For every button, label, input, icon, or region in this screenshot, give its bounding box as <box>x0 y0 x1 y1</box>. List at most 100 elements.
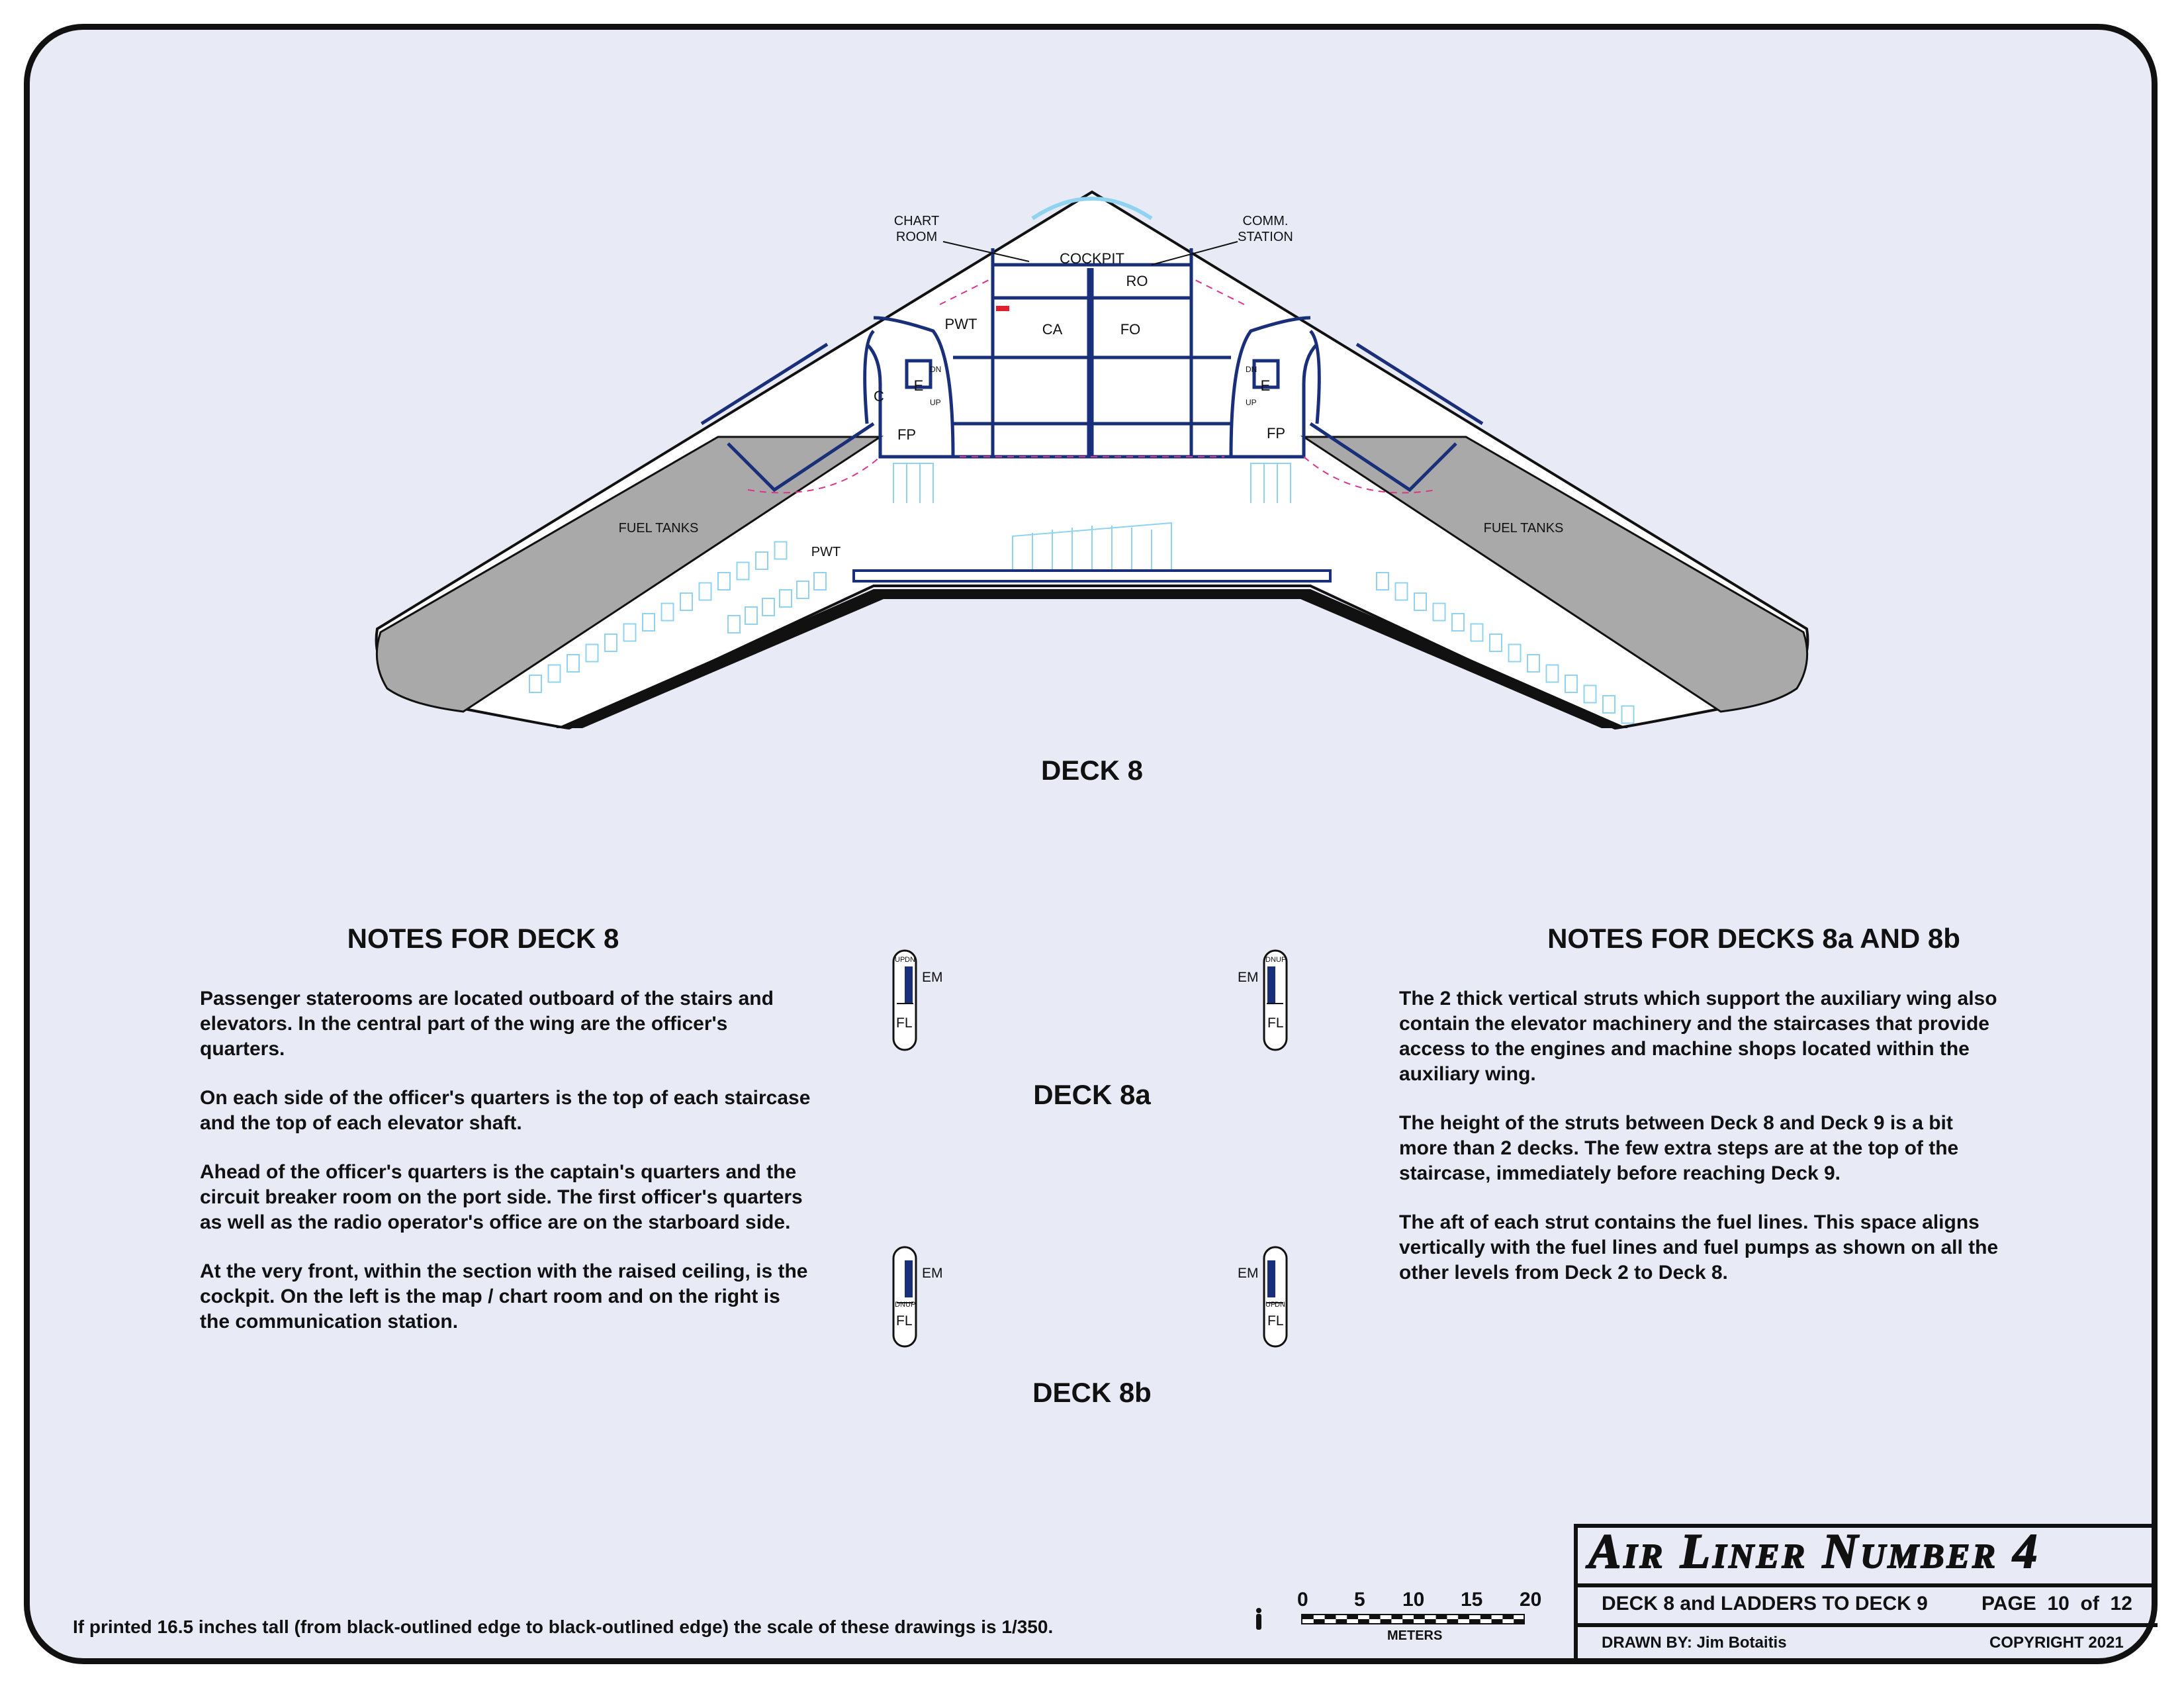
cabin-structure <box>700 248 1484 492</box>
human-figure-icon <box>1256 1608 1261 1630</box>
leader-comm <box>1151 241 1238 265</box>
title-block-bottom <box>1574 1623 2158 1664</box>
window <box>1583 684 1597 704</box>
window <box>779 589 792 608</box>
notes-left-title: NOTES FOR DECK 8 <box>347 923 619 954</box>
notes-right-p1: The 2 thick vertical struts which suppor… <box>1399 988 1997 1085</box>
deck8-title: DECK 8 <box>1040 755 1144 786</box>
lower-frame <box>852 569 1332 583</box>
leader-chart <box>942 241 1030 262</box>
window <box>1508 643 1522 663</box>
drawn-by: DRAWN BY: Jim Botaitis <box>1602 1634 1787 1652</box>
ladder-8a-right-em: EM <box>1238 970 1259 985</box>
label-chart-room-1: CHART <box>894 214 940 228</box>
label-fo: FO <box>1120 321 1141 338</box>
label-comm-station-1: COMM. <box>1243 214 1289 228</box>
scale-cell <box>1391 1615 1403 1619</box>
ladder-8a-left-up: UP <box>895 956 905 964</box>
ladder-8b-right-fl: FL <box>1267 1313 1284 1329</box>
ladder-8b-left-em: EM <box>922 1266 943 1281</box>
ladder-8a-right-up: UP <box>1276 956 1286 964</box>
window <box>736 561 750 581</box>
scale-ruler <box>1301 1614 1525 1624</box>
label-fp-right: FP <box>1267 425 1285 442</box>
ladder-8b-left-up: UP <box>905 1301 915 1309</box>
page-of: of <box>2080 1593 2099 1615</box>
window <box>1527 654 1540 673</box>
ladder-8a-right: DN UP FL EM <box>1238 949 1288 1051</box>
dashed-boundary <box>747 277 1437 494</box>
scale-cell <box>1347 1615 1358 1619</box>
scale-tick-5: 5 <box>1354 1589 1365 1611</box>
scale-cell <box>1502 1615 1514 1619</box>
ladder-diagrams: UP DN FL EM DN UP FL EM DN UP FL EM UP D… <box>892 949 1288 1348</box>
trailing-edge-band <box>556 589 1628 728</box>
scale-tick-15: 15 <box>1461 1589 1483 1611</box>
notes-right-p3: The aft of each strut contains the fuel … <box>1399 1211 1999 1284</box>
window <box>813 572 827 590</box>
notes-left-p3: Ahead of the officer's quarters is the c… <box>200 1161 803 1233</box>
ladder-8b-left-fl: FL <box>896 1313 913 1329</box>
page-label: PAGE 10 of 12 <box>1981 1593 2132 1615</box>
label-pwt-upper: PWT <box>945 316 978 332</box>
scale-cell <box>1458 1615 1469 1619</box>
window <box>1414 592 1427 611</box>
label-fuel-tanks-right: FUEL TANKS <box>1484 521 1564 536</box>
scale-tick-10: 10 <box>1402 1589 1425 1611</box>
window <box>1621 705 1635 724</box>
window <box>698 582 712 601</box>
label-dn-right: DN <box>1246 365 1257 374</box>
scale-cell <box>1358 1619 1369 1623</box>
scale-tick-0: 0 <box>1297 1589 1308 1611</box>
title-subtitle: DECK 8 and LADDERS TO DECK 9 <box>1602 1593 1928 1615</box>
fuel-tank-right <box>1300 436 1809 713</box>
label-up-right: UP <box>1246 398 1257 407</box>
window <box>774 541 788 560</box>
scale-cell <box>1514 1619 1525 1623</box>
window <box>604 633 617 652</box>
window <box>1565 675 1578 693</box>
label-ca: CA <box>1042 321 1063 338</box>
window <box>1470 623 1484 642</box>
window <box>727 615 741 633</box>
window <box>660 602 674 622</box>
window-rows <box>529 463 1635 724</box>
scale-cell <box>1414 1615 1425 1619</box>
label-c: C <box>874 388 884 404</box>
window <box>1394 582 1408 601</box>
fuel-tank-left <box>375 436 884 713</box>
label-e-right: E <box>1261 377 1271 394</box>
notes-right-p2: The height of the struts between Deck 8 … <box>1399 1112 1959 1184</box>
window <box>547 664 561 683</box>
scale-tick-20: 20 <box>1520 1589 1542 1611</box>
notes-left-p2: On each side of the officer's quarters i… <box>200 1087 811 1134</box>
label-fuel-tanks-left: FUEL TANKS <box>619 521 699 536</box>
window <box>680 592 693 611</box>
scale-cell <box>1491 1619 1503 1623</box>
scale-cell <box>1424 1619 1436 1623</box>
window <box>755 551 768 570</box>
notes-right-title: NOTES FOR DECKS 8a AND 8b <box>1547 923 1960 954</box>
label-pwt-lower: PWT <box>811 545 841 559</box>
window <box>745 606 758 625</box>
window <box>529 675 542 693</box>
ladder-8a-left-em: EM <box>922 970 943 985</box>
notes-left-p4: At the very front, within the section wi… <box>200 1260 808 1333</box>
ladder-8a-left-dn: DN <box>905 956 915 964</box>
title-block: Air Liner Number 4 DECK 8 and LADDERS TO… <box>1574 1524 2158 1664</box>
ladder-8a-right-dn: DN <box>1265 956 1276 964</box>
scale-cell <box>1480 1615 1492 1619</box>
cockpit-arc <box>1031 197 1153 220</box>
label-up-left: UP <box>930 398 941 407</box>
scale-cell <box>1402 1619 1414 1623</box>
label-dn-left: DN <box>930 365 941 374</box>
ladder-8b-right-dn: DN <box>1275 1301 1285 1309</box>
scale-cell <box>1302 1615 1314 1619</box>
page-number: 10 <box>2047 1593 2070 1615</box>
ladder-8a-left-fl: FL <box>896 1015 913 1031</box>
ladder-8b-right: UP DN FL EM <box>1238 1246 1288 1348</box>
scale-note: If printed 16.5 inches tall (from black-… <box>73 1617 1054 1637</box>
notes-right: The 2 thick vertical struts which suppor… <box>1399 986 2001 1309</box>
window <box>1432 602 1446 622</box>
label-e-left: E <box>914 377 924 394</box>
